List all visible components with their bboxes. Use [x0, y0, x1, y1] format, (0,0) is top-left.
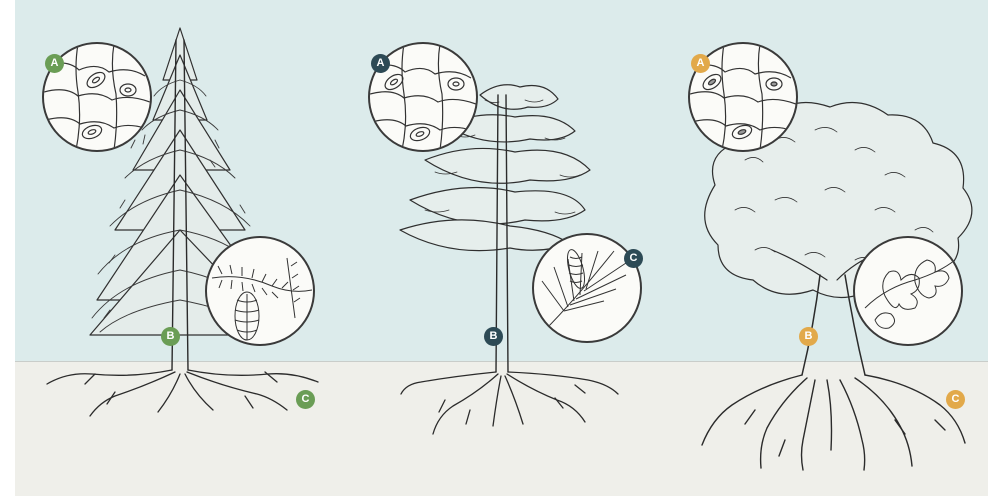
- oak-roots: [702, 375, 965, 470]
- oak-marker-b: B: [799, 327, 818, 346]
- needle-cluster-icon: [534, 235, 640, 341]
- oak-marker-a: A: [691, 54, 710, 73]
- pine-roots: [401, 372, 618, 434]
- pine-marker-a: A: [371, 54, 390, 73]
- pine-marker-c: C: [624, 249, 643, 268]
- oak-marker-c: C: [946, 390, 965, 409]
- spruce-marker-b: B: [161, 327, 180, 346]
- diagram-frame: A B C A B C A B C: [15, 0, 988, 496]
- tree-illustrations: [15, 0, 988, 496]
- spruce-marker-a: A: [45, 54, 64, 73]
- cone-branch-icon: [207, 238, 313, 344]
- spruce-marker-c: C: [296, 390, 315, 409]
- oak-detail-lens: [853, 236, 963, 346]
- oak-leaf-icon: [855, 238, 961, 344]
- spruce-roots: [47, 370, 318, 416]
- pine-detail-lens: [532, 233, 642, 343]
- spruce-detail-lens: [205, 236, 315, 346]
- pine-marker-b: B: [484, 327, 503, 346]
